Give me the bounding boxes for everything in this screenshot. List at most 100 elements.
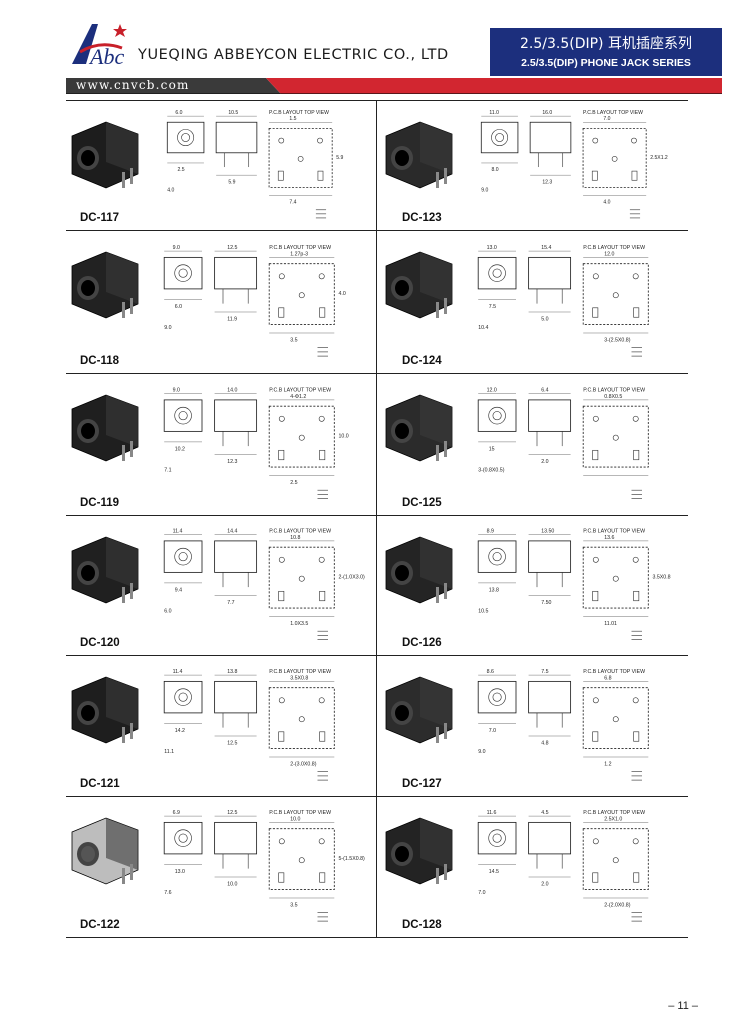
dimension-label: 13.6 <box>604 535 614 541</box>
dimension-label: 2-(1.0X3.0) <box>339 575 366 581</box>
product-code: DC-121 <box>80 778 120 790</box>
dimension-label: 9.4 <box>175 587 182 593</box>
front-view <box>477 399 517 432</box>
jack-hole <box>488 406 506 425</box>
technical-drawing: P.C.B LAYOUT TOP VIEW 9.0 10.2 14.0 12.3… <box>163 388 349 499</box>
dimension-label: 13.8 <box>489 587 499 593</box>
dimension-label: 5-(1.5X0.8) <box>339 856 366 862</box>
grid-row-3 <box>66 515 688 516</box>
dimension-label: 2.5X1.2 <box>650 155 668 161</box>
product-code: DC-117 <box>80 212 119 224</box>
pcb-layout-label: P.C.B LAYOUT TOP VIEW <box>583 669 645 675</box>
dimension-label: 12.3 <box>227 459 237 465</box>
dimension-label: 14.4 <box>227 529 237 535</box>
dimension-label: 6.0 <box>175 304 182 310</box>
dimension-label: 8.9 <box>487 529 494 535</box>
dimension-label: 7.50 <box>541 600 551 606</box>
dimension-label: 7.1 <box>164 467 171 473</box>
grid-row-2 <box>66 373 688 374</box>
front-view <box>477 680 517 714</box>
side-view <box>215 121 258 154</box>
dimension-label: 5.0 <box>541 316 548 322</box>
front-view <box>166 121 205 154</box>
dimension-label: 2.0 <box>541 881 548 887</box>
technical-drawing: P.C.B LAYOUT TOP VIEW 12.0 15 6.4 2.0 3-… <box>477 388 649 499</box>
dimension-label: 3-(0.8X0.5) <box>478 467 505 473</box>
dimension-label: 9.0 <box>478 749 485 755</box>
grid-vertical <box>376 100 377 938</box>
technical-drawing: P.C.B LAYOUT TOP VIEW 8.6 7.0 7.5 4.8 9.… <box>477 669 649 781</box>
dimension-label: 4.0 <box>339 291 346 297</box>
product-cell-dc-118: P.C.B LAYOUT TOP VIEW 9.0 6.0 12.5 11.9 … <box>66 234 372 373</box>
product-code: DC-118 <box>80 355 119 367</box>
dimension-label: 14.0 <box>227 388 237 394</box>
product-cell-dc-120: P.C.B LAYOUT TOP VIEW 11.4 9.4 14.4 7.7 … <box>66 519 372 655</box>
product-photo <box>385 817 453 885</box>
dimension-label: 6.0 <box>164 608 171 614</box>
pcb-layout <box>582 546 649 609</box>
dimension-label: 12.0 <box>604 251 614 257</box>
pcb-layout-label: P.C.B LAYOUT TOP VIEW <box>583 810 645 816</box>
front-view <box>477 256 517 290</box>
dimension-label: 12.5 <box>227 245 237 251</box>
series-subtitle: 2.5/3.5(DIP) PHONE JACK SERIES <box>521 57 691 69</box>
dimension-label: 1.2 <box>604 761 611 767</box>
series-title: 2.5/3.5(DIP) 耳机插座系列 <box>520 36 692 52</box>
jack-hole <box>491 129 509 146</box>
side-view <box>529 121 572 154</box>
dimension-label: 4.0 <box>167 187 174 193</box>
dimension-label: 12.5 <box>227 810 237 816</box>
product-code: DC-124 <box>402 355 442 367</box>
dimension-label: 10.5 <box>228 110 238 116</box>
dimension-label: 11.4 <box>173 529 183 535</box>
side-view <box>214 540 258 573</box>
dimension-label: 11.4 <box>173 669 183 675</box>
dimension-label: 3.5X0.8 <box>290 675 308 681</box>
pcb-layout-label: P.C.B LAYOUT TOP VIEW <box>269 529 331 535</box>
dimension-label: 12.0 <box>487 388 497 394</box>
dimension-label: 9.0 <box>164 325 171 331</box>
dimension-label: 11.0 <box>489 110 499 116</box>
side-view <box>528 256 572 290</box>
dimension-label: 13.50 <box>541 529 554 535</box>
side-view <box>214 821 258 855</box>
dimension-label: 11.1 <box>164 749 174 755</box>
dimension-label: 10.2 <box>175 446 185 452</box>
product-photo <box>71 676 139 744</box>
jack-hole <box>177 129 195 146</box>
product-cell-dc-124: P.C.B LAYOUT TOP VIEW 13.0 7.5 15.4 5.0 … <box>380 234 686 373</box>
dimension-label: 8.6 <box>487 669 494 675</box>
grid-row-1 <box>66 230 688 231</box>
dimension-label: 11.6 <box>487 810 497 816</box>
dimension-label: 2.5 <box>177 167 184 173</box>
product-code: DC-119 <box>80 497 119 509</box>
product-photo <box>71 817 139 885</box>
pcb-layout <box>582 263 649 326</box>
technical-drawing: P.C.B LAYOUT TOP VIEW 8.9 13.8 13.50 7.5… <box>477 529 671 640</box>
dimension-label: 5.9 <box>228 179 235 185</box>
pcb-layout-label: P.C.B LAYOUT TOP VIEW <box>269 110 329 116</box>
grid-bottom <box>66 937 688 938</box>
dimension-label: 6.9 <box>173 810 180 816</box>
dimension-label: 10.5 <box>478 608 488 614</box>
side-view <box>214 256 258 290</box>
product-code: DC-128 <box>402 919 442 931</box>
front-view <box>477 540 517 573</box>
pcb-layout-label: P.C.B LAYOUT TOP VIEW <box>269 388 331 394</box>
pcb-layout-label: P.C.B LAYOUT TOP VIEW <box>269 669 331 675</box>
product-cell-dc-121: P.C.B LAYOUT TOP VIEW 11.4 14.2 13.8 12.… <box>66 659 372 796</box>
jack-hole <box>174 829 192 847</box>
product-code: DC-125 <box>402 497 442 509</box>
dimension-label: 15 <box>489 446 495 452</box>
product-cell-dc-123: P.C.B LAYOUT TOP VIEW 11.0 8.0 16.0 12.3… <box>380 104 686 230</box>
dimension-label: 8.0 <box>491 167 498 173</box>
dimension-label: 12.5 <box>227 740 237 746</box>
pcb-layout-label: P.C.B LAYOUT TOP VIEW <box>583 245 645 251</box>
front-view <box>163 680 203 714</box>
website-url: www.cnvcb.com <box>76 78 190 92</box>
dimension-label: 6.0 <box>175 110 182 116</box>
dimension-label: 9.0 <box>481 187 488 193</box>
pcb-layout-label: P.C.B LAYOUT TOP VIEW <box>269 245 331 251</box>
product-photo <box>385 676 453 744</box>
series-banner: 2.5/3.5(DIP) 耳机插座系列 2.5/3.5(DIP) PHONE J… <box>490 28 722 76</box>
